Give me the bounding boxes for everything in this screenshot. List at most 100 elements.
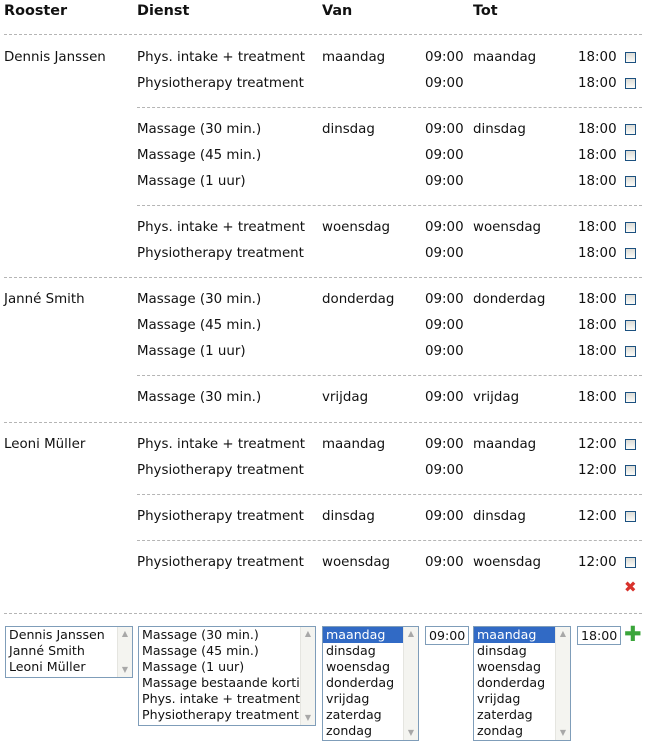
row-van-day: woensdag: [322, 555, 391, 570]
van-day-option[interactable]: maandag: [323, 627, 418, 643]
service-option[interactable]: Massage (30 min.): [142, 627, 259, 642]
separator: [137, 494, 642, 495]
row-tot-day: woensdag: [473, 220, 542, 235]
scroll-down-icon[interactable]: ▼: [121, 665, 129, 674]
van-time-input[interactable]: 09:00: [425, 626, 469, 645]
row-van-time: 09:00: [425, 555, 464, 570]
scroll-up-icon[interactable]: ▲: [121, 629, 129, 638]
person-select[interactable]: Dennis Janssen Janné Smith Leoni Müller …: [5, 626, 133, 678]
separator: [137, 540, 642, 541]
service-option[interactable]: Massage (45 min.): [142, 643, 259, 658]
scrollbar[interactable]: ▲ ▼: [403, 627, 418, 740]
tot-day-option[interactable]: donderdag: [477, 675, 546, 690]
row-checkbox[interactable]: [625, 124, 636, 135]
scroll-up-icon[interactable]: ▲: [559, 629, 567, 638]
van-day-option[interactable]: zaterdag: [326, 707, 382, 722]
row-van-time: 09:00: [425, 463, 464, 478]
row-van-time: 09:00: [425, 437, 464, 452]
scrollbar[interactable]: ▲ ▼: [300, 627, 315, 725]
service-option[interactable]: Massage (1 uur): [142, 659, 245, 674]
person-option[interactable]: Janné Smith: [9, 643, 85, 658]
row-tot-day: dinsdag: [473, 509, 526, 524]
tot-day-option[interactable]: vrijdag: [477, 691, 521, 706]
row-van-time: 09:00: [425, 174, 464, 189]
tot-day-select[interactable]: maandag dinsdag woensdag donderdag vrijd…: [473, 626, 571, 741]
van-day-option[interactable]: woensdag: [326, 659, 391, 674]
row-van-day: dinsdag: [322, 509, 375, 524]
row-tot-time: 18:00: [578, 318, 617, 333]
service-option[interactable]: Physiotherapy treatment: [142, 707, 299, 722]
row-tot-day: maandag: [473, 50, 537, 65]
add-plus-icon[interactable]: ✚: [624, 622, 642, 646]
separator: [4, 34, 642, 35]
tot-time-input[interactable]: 18:00: [577, 626, 621, 645]
row-dienst: Massage (30 min.): [137, 122, 262, 137]
van-day-option[interactable]: vrijdag: [326, 691, 370, 706]
row-checkbox[interactable]: [625, 392, 636, 403]
row-tot-day: maandag: [473, 437, 537, 452]
van-day-option[interactable]: dinsdag: [326, 643, 376, 658]
row-checkbox[interactable]: [625, 346, 636, 357]
row-tot-time: 18:00: [578, 220, 617, 235]
row-tot-time: 18:00: [578, 390, 617, 405]
row-checkbox[interactable]: [625, 52, 636, 63]
tot-day-option[interactable]: dinsdag: [477, 643, 527, 658]
scroll-up-icon[interactable]: ▲: [407, 629, 415, 638]
service-option[interactable]: Massage bestaande kortir: [142, 675, 305, 690]
row-tot-time: 12:00: [578, 437, 617, 452]
row-checkbox[interactable]: [625, 439, 636, 450]
row-van-time: 09:00: [425, 50, 464, 65]
row-checkbox[interactable]: [625, 248, 636, 259]
row-checkbox[interactable]: [625, 465, 636, 476]
row-dienst: Massage (1 uur): [137, 344, 246, 359]
row-dienst: Physiotherapy treatment: [137, 555, 304, 570]
van-day-option[interactable]: donderdag: [326, 675, 395, 690]
row-checkbox[interactable]: [625, 294, 636, 305]
row-checkbox[interactable]: [625, 150, 636, 161]
separator: [4, 613, 642, 614]
row-tot-time: 12:00: [578, 463, 617, 478]
separator: [137, 375, 642, 376]
scrollbar[interactable]: ▲ ▼: [555, 627, 570, 740]
row-van-day: vrijdag: [322, 390, 369, 405]
scroll-down-icon[interactable]: ▼: [304, 713, 312, 722]
tot-day-option[interactable]: maandag: [474, 627, 570, 643]
tot-day-option[interactable]: woensdag: [477, 659, 542, 674]
row-checkbox[interactable]: [625, 176, 636, 187]
scroll-down-icon[interactable]: ▼: [407, 728, 415, 737]
row-tot-day: dinsdag: [473, 122, 526, 137]
service-option[interactable]: Phys. intake + treatment: [142, 691, 301, 706]
row-tot-time: 18:00: [578, 50, 617, 65]
person-option[interactable]: Leoni Müller: [9, 659, 86, 674]
row-van-day: dinsdag: [322, 122, 375, 137]
row-tot-time: 18:00: [578, 292, 617, 307]
row-dienst: Massage (30 min.): [137, 292, 262, 307]
delete-x-icon[interactable]: ✖: [624, 578, 637, 596]
row-van-time: 09:00: [425, 318, 464, 333]
tot-day-option[interactable]: zondag: [477, 723, 524, 738]
row-checkbox[interactable]: [625, 78, 636, 89]
row-checkbox[interactable]: [625, 557, 636, 568]
row-van-time: 09:00: [425, 344, 464, 359]
row-dienst: Phys. intake + treatment: [137, 220, 306, 235]
row-checkbox[interactable]: [625, 511, 636, 522]
header-rooster: Rooster: [4, 3, 68, 19]
row-dienst: Physiotherapy treatment: [137, 463, 304, 478]
row-checkbox[interactable]: [625, 222, 636, 233]
row-van-time: 09:00: [425, 76, 464, 91]
row-dienst: Physiotherapy treatment: [137, 509, 304, 524]
row-van-day: maandag: [322, 50, 386, 65]
person-option[interactable]: Dennis Janssen: [9, 627, 105, 642]
row-dienst: Phys. intake + treatment: [137, 50, 306, 65]
row-dienst: Massage (30 min.): [137, 390, 262, 405]
row-dienst: Physiotherapy treatment: [137, 76, 304, 91]
van-day-option[interactable]: zondag: [326, 723, 373, 738]
scrollbar[interactable]: ▲ ▼: [117, 627, 132, 677]
service-select[interactable]: Massage (30 min.) Massage (45 min.) Mass…: [138, 626, 316, 726]
row-checkbox[interactable]: [625, 320, 636, 331]
row-dienst: Phys. intake + treatment: [137, 437, 306, 452]
tot-day-option[interactable]: zaterdag: [477, 707, 533, 722]
scroll-up-icon[interactable]: ▲: [304, 629, 312, 638]
scroll-down-icon[interactable]: ▼: [559, 728, 567, 737]
van-day-select[interactable]: maandag dinsdag woensdag donderdag vrijd…: [322, 626, 419, 741]
